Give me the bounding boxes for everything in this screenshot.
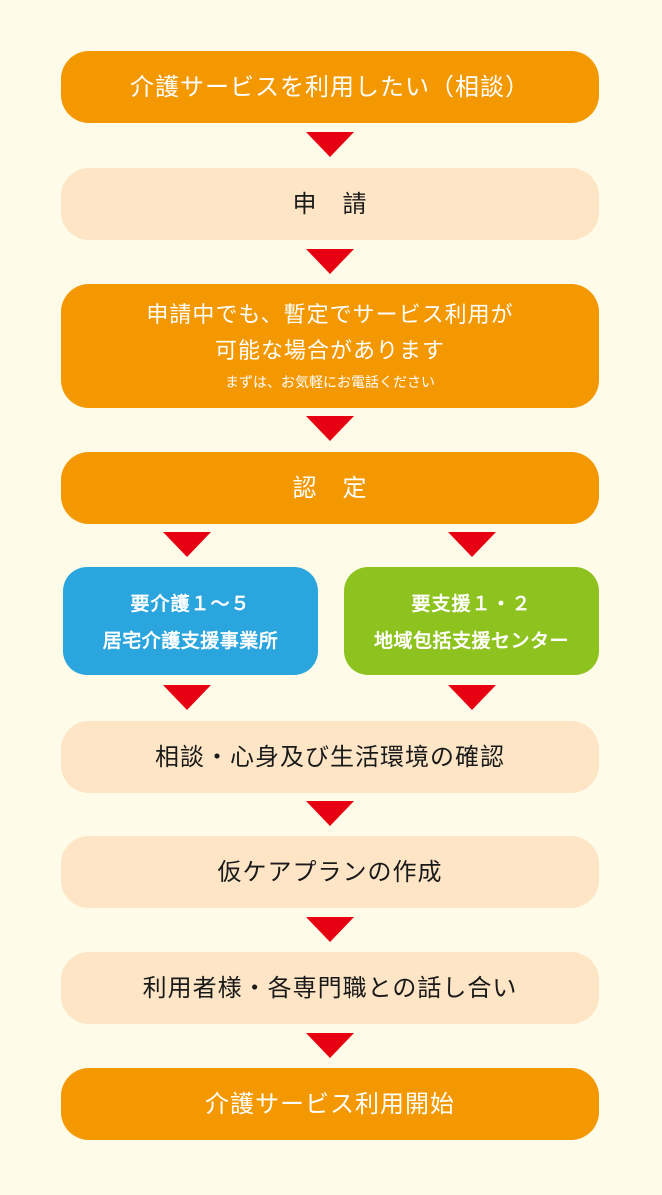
step-consult: 介護サービスを利用したい（相談） [61,51,599,123]
arrow-down-icon [163,532,211,557]
step-certify: 認 定 [61,452,599,524]
step-interim: 申請中でも、暫定でサービス利用が 可能な場合があります まずは、お気軽にお電話く… [61,284,599,408]
arrow-down-icon [306,132,354,157]
branch-care-level-office: 居宅介護支援事業所 [102,630,279,652]
branch-support-level-title: 要支援１・２ [411,593,532,615]
step-plan: 仮ケアプランの作成 [61,836,599,908]
arrow-down-icon [306,249,354,274]
arrow-down-icon [306,801,354,826]
arrow-down-icon [448,532,496,557]
step-apply: 申 請 [61,168,599,240]
branch-support-level: 要支援１・２ 地域包括支援センター [344,567,599,675]
branch-care-level-title: 要介護１～５ [130,593,251,615]
arrow-down-icon [306,1033,354,1058]
arrow-down-icon [448,685,496,710]
step-discuss: 利用者様・各専門職との話し合い [61,952,599,1024]
branch-care-level: 要介護１～５ 居宅介護支援事業所 [63,567,318,675]
step-confirm-label: 相談・心身及び生活環境の確認 [155,743,505,771]
step-apply-label: 申 請 [292,190,368,218]
arrow-down-icon [306,416,354,441]
step-interim-note: まずは、お気軽にお電話ください [225,375,435,391]
step-consult-label: 介護サービスを利用したい（相談） [130,73,530,101]
step-plan-label: 仮ケアプランの作成 [217,858,443,886]
step-confirm: 相談・心身及び生活環境の確認 [61,721,599,793]
step-start: 介護サービス利用開始 [61,1068,599,1140]
step-discuss-label: 利用者様・各専門職との話し合い [142,974,518,1002]
arrow-down-icon [163,685,211,710]
step-start-label: 介護サービス利用開始 [205,1090,455,1118]
step-interim-line1: 申請中でも、暫定でサービス利用が [146,303,514,328]
step-certify-label: 認 定 [292,474,368,502]
step-interim-line2: 可能な場合があります [214,339,445,364]
arrow-down-icon [306,917,354,942]
branch-support-level-center: 地域包括支援センター [373,630,569,652]
